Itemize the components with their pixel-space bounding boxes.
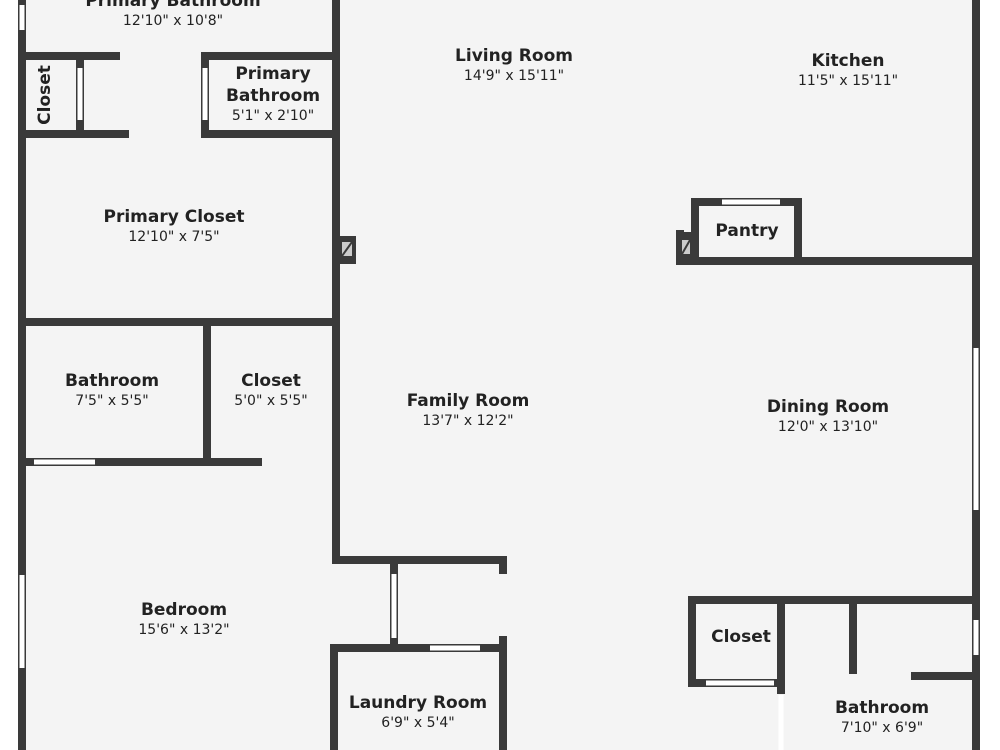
room-dining-room: Dining Room 12'0" x 13'10": [766, 397, 890, 435]
room-living-room: Living Room 14'9" x 15'11": [455, 46, 573, 84]
room-closet-small: Closet: [35, 65, 55, 125]
room-closet-right: Closet: [711, 627, 771, 647]
room-bedroom: Bedroom 15'6" x 13'2": [138, 600, 230, 638]
room-pantry: Pantry: [715, 221, 779, 241]
openings: [19, 5, 979, 750]
room-closet-mid: Closet 5'0" x 5'5": [234, 371, 308, 409]
room-primary-closet: Primary Closet 12'10" x 7'5": [103, 207, 245, 245]
room-primary-bathroom-small: Primary Bathroom 5'1" x 2'10": [225, 64, 321, 124]
chimney-icon: [338, 232, 694, 264]
room-primary-bathroom-main: Primary Bathroom 12'10" x 10'8": [85, 0, 261, 29]
room-family-room: Family Room 13'7" x 12'2": [406, 391, 530, 429]
room-bathroom-left: Bathroom 7'5" x 5'5": [64, 371, 160, 409]
floor-area: [22, 0, 977, 750]
room-kitchen: Kitchen 11'5" x 15'11": [797, 51, 899, 89]
room-bathroom-right: Bathroom 7'10" x 6'9": [834, 698, 930, 736]
room-laundry-room: Laundry Room 6'9" x 5'4": [348, 693, 488, 731]
